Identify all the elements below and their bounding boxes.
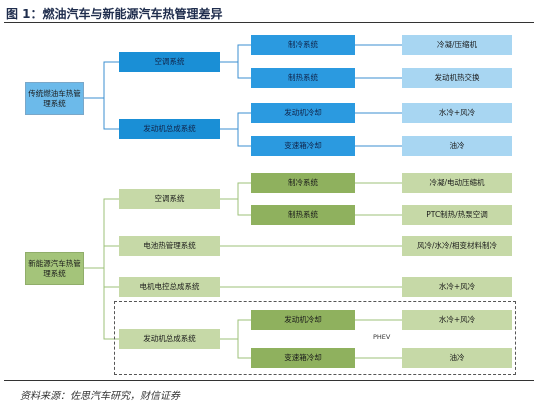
nev-motor-node: 电机电控总成系统 [119, 277, 220, 297]
connector-nev-root-ac [84, 198, 119, 269]
fuel-eng-cool-node: 发动机冷却 [251, 103, 355, 123]
nev-eng-cool-leaf: 水冷+风冷 [402, 310, 512, 330]
nev-root-node: 新能源汽车热管理系统 [25, 252, 84, 285]
nev-ac-cool-leaf: 冷凝/电动压缩机 [402, 173, 512, 193]
connector-fuel-root-engine [103, 98, 119, 130]
fuel-ac-cool-node: 制冷系统 [251, 35, 355, 55]
fuel-eng-cool-leaf: 水冷+风冷 [402, 103, 512, 123]
connector-fuel-ac-heat [237, 62, 251, 79]
connector-fuel-root-ac [84, 61, 119, 99]
nev-trans-cool-node: 变速箱冷却 [251, 348, 355, 368]
fuel-trans-cool-node: 变速箱冷却 [251, 136, 355, 156]
nev-battery-leaf: 风冷/水冷/相变材料制冷 [402, 236, 512, 256]
fuel-ac-node: 空调系统 [119, 52, 220, 72]
fuel-ac-heat-leaf: 发动机热交换 [402, 68, 512, 88]
connector-fuel-eng-cool [220, 112, 251, 130]
connector-nev-trans-cool [237, 339, 251, 359]
nev-motor-leaf: 水冷+风冷 [402, 277, 512, 297]
nev-battery-node: 电池热管理系统 [119, 236, 220, 256]
nev-eng-cool-node: 发动机冷却 [251, 310, 355, 330]
figure-title: 图 1：燃油汽车与新能源汽车热管理差异 [6, 7, 223, 21]
fuel-ac-cool-leaf: 冷凝/压缩机 [402, 35, 512, 55]
connector-fuel-trans-cool [237, 129, 251, 147]
connector-nev-ac-heat [237, 199, 251, 216]
bottom-divider [4, 380, 534, 381]
fuel-ac-heat-node: 制热系统 [251, 68, 355, 88]
nev-ac-heat-leaf: PTC制热/热泵空调 [402, 205, 512, 225]
source-note: 资料来源：佐思汽车研究，财信证券 [20, 391, 180, 402]
fuel-engine-node: 发动机总成系统 [119, 119, 220, 139]
phev-group-outline [114, 301, 516, 375]
phev-label: PHEV [373, 333, 391, 341]
nev-engine-node: 发动机总成系统 [119, 329, 220, 349]
nev-trans-cool-leaf: 油冷 [402, 348, 512, 368]
fuel-trans-cool-leaf: 油冷 [402, 136, 512, 156]
connector-fuel-ac-cool [220, 44, 251, 63]
nev-ac-heat-node: 制热系统 [251, 205, 355, 225]
title-divider [4, 22, 534, 23]
connector-nev-eng-cool [220, 319, 251, 340]
connector-nev-root-motor [103, 268, 119, 288]
nev-ac-node: 空调系统 [119, 189, 220, 209]
fuel-root-node: 传统燃油车热管理系统 [25, 82, 84, 115]
nev-ac-cool-node: 制冷系统 [251, 173, 355, 193]
connector-nev-ac-cool [220, 182, 251, 200]
